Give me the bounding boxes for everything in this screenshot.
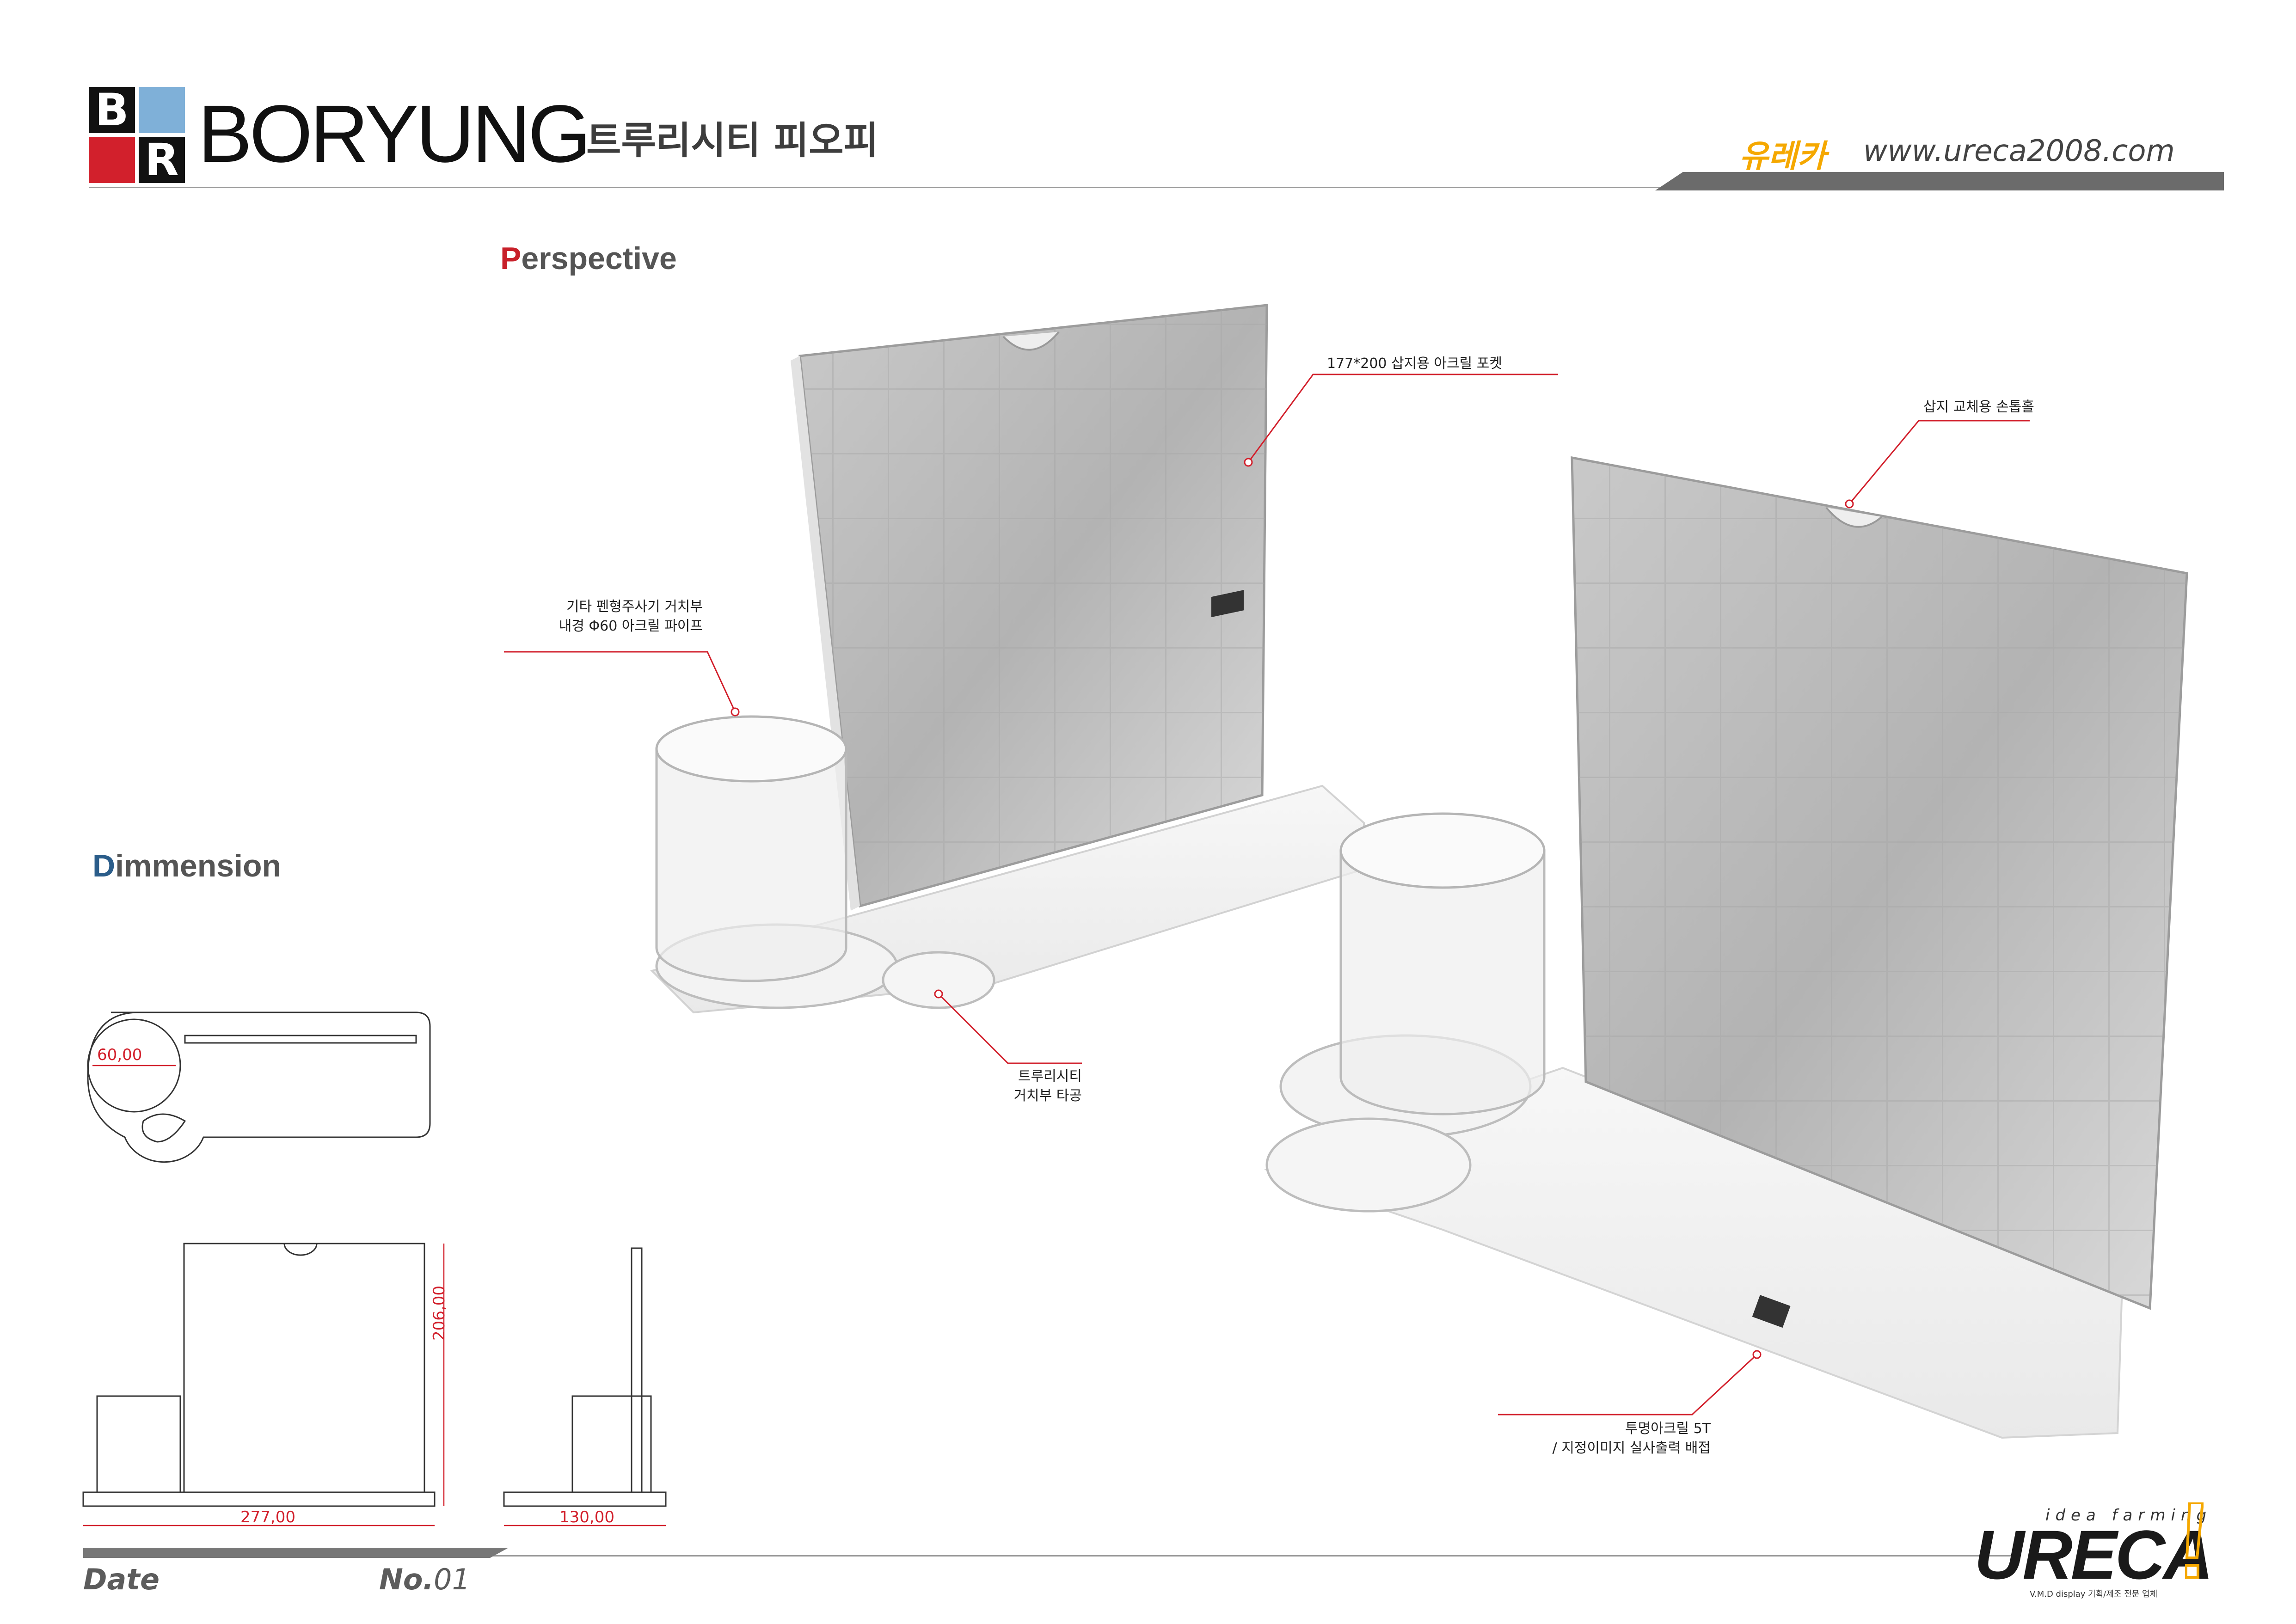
side-view-panel	[631, 1247, 643, 1493]
top-view-slot	[184, 1035, 417, 1044]
logo-blue-square	[139, 87, 185, 133]
side-view-base	[503, 1491, 667, 1507]
side-view-pipe	[571, 1395, 652, 1493]
footer-accent-bar	[83, 1548, 509, 1558]
callout-pocket: 177*200 삽지용 아크릴 포켓	[1327, 355, 1502, 372]
dim-depth: 130,00	[559, 1508, 614, 1526]
page-title: 트루리시티 피오피	[586, 119, 879, 163]
logo-b-square: B	[89, 87, 135, 133]
date-label: Date	[83, 1563, 160, 1596]
ureca-url[interactable]: www.ureca2008.com	[1863, 134, 2175, 168]
front-view-base	[82, 1491, 436, 1507]
front-view-panel	[183, 1243, 425, 1493]
number-label: No.01	[379, 1563, 470, 1596]
footer-divider	[83, 1555, 2016, 1557]
front-view-pipe	[96, 1395, 181, 1493]
boryung-logo-icon: B R	[89, 87, 185, 183]
brand-name: BORYUNG	[198, 89, 591, 179]
ureca-korean-name: 유레카	[1739, 138, 1826, 175]
dim-width: 277,00	[240, 1508, 295, 1526]
callout-leaders	[504, 374, 2030, 1416]
top-view-hole	[141, 1113, 186, 1143]
callout-hole: 트루리시티 거치부 타공	[1013, 1068, 1082, 1104]
dim-height: 206,00	[430, 1286, 448, 1341]
header-accent-bar	[1655, 172, 2224, 190]
ureca-exclaim-icon	[2185, 1502, 2204, 1579]
ureca-description: V.M.D display 기획/제조 전문 업체	[2030, 1589, 2158, 1599]
dim-diameter: 60,00	[97, 1046, 142, 1064]
ureca-tagline: idea farming	[2045, 1506, 2212, 1525]
header-divider	[89, 187, 2216, 188]
logo-red-square	[89, 137, 135, 183]
product-left	[650, 304, 1365, 1014]
ureca-logo-icon: URECA	[1974, 1516, 2213, 1593]
front-view-notch	[283, 1243, 318, 1256]
logo-r-square: R	[139, 137, 185, 183]
perspective-heading: Perspective	[500, 241, 677, 276]
product-right	[1264, 456, 2188, 1439]
callout-notch: 삽지 교체용 손톱홀	[1923, 399, 2034, 415]
callout-pipe: 기타 펜형주사기 거치부 내경 Φ60 아크릴 파이프	[559, 599, 703, 634]
callout-base: 투명아크릴 5T / 지정이미지 실사출력 배접	[1552, 1421, 1711, 1456]
dimension-lines	[83, 1065, 666, 1526]
dimension-heading: Dimmension	[92, 848, 282, 883]
top-view-pipe	[87, 1018, 181, 1113]
